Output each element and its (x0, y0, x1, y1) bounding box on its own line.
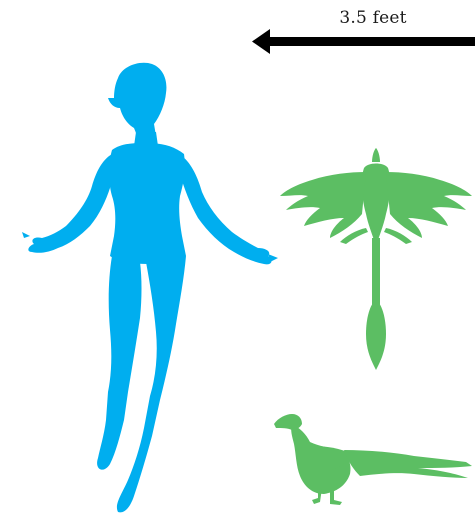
flying-feathered-dinosaur-silhouette (280, 148, 472, 370)
human-silhouette (22, 63, 278, 513)
perched-feathered-dinosaur-silhouette (274, 414, 472, 505)
